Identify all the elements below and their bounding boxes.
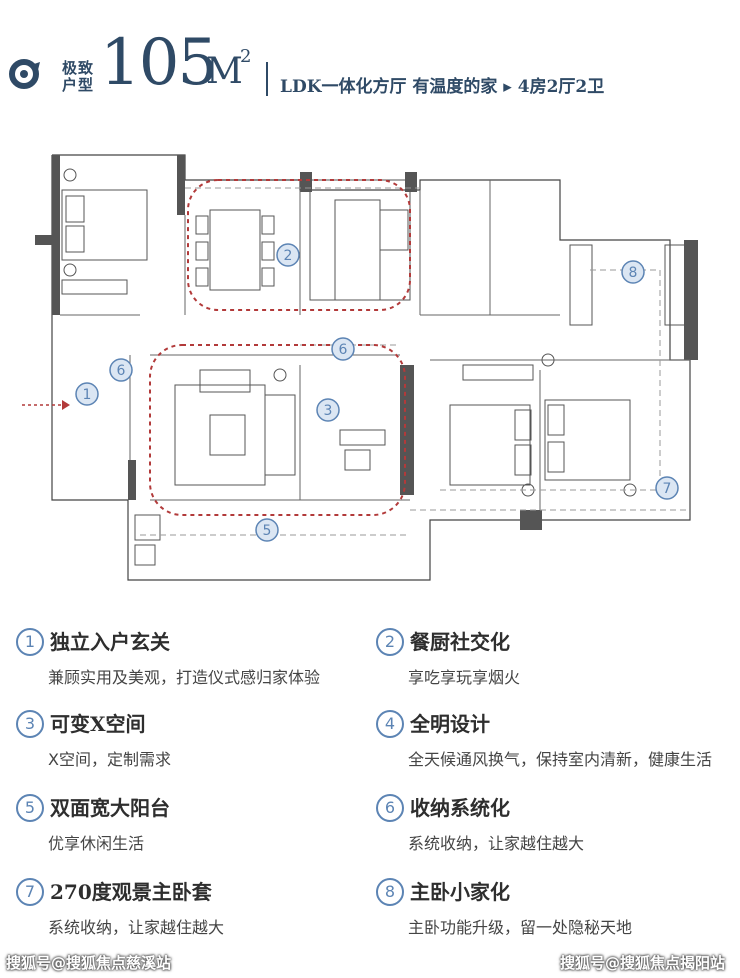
plan-marker-7: 7 [655, 476, 679, 500]
feature-4-desc: 全天候通风换气，保持室内清新，健康生活 [408, 750, 713, 769]
plan-marker-8: 8 [621, 260, 645, 284]
page-header: 极致 户型 105 M 2 LDK一体化方厅 有温度的家 ▸ 4房2厅2卫 [0, 0, 740, 110]
feature-8-number: 8 [376, 878, 404, 906]
plan-marker-6b: 6 [331, 337, 355, 361]
plan-marker-5-label: 5 [263, 523, 272, 539]
plan-marker-5: 5 [255, 518, 279, 542]
watermark-left: 搜狐号@搜狐焦点慈溪站 [6, 954, 172, 972]
plan-marker-3-label: 3 [324, 403, 333, 419]
feature-8-desc: 主卧功能升级，留一处隐秘天地 [408, 918, 633, 937]
feature-6-desc: 系统收纳，让家越住越大 [408, 834, 585, 853]
feature-7-desc: 系统收纳，让家越住越大 [48, 918, 225, 937]
watermark-right: 搜狐号@搜狐焦点揭阳站 [560, 954, 726, 972]
plan-interior-walls [60, 180, 690, 510]
feature-7-number: 7 [16, 878, 44, 906]
plan-marker-2-label: 2 [284, 248, 293, 264]
area-superscript: 2 [240, 46, 252, 67]
plan-wall-blocks [35, 155, 698, 530]
type-label: 极致 户型 [62, 59, 95, 94]
feature-5-desc: 优享休闲生活 [48, 834, 145, 853]
plan-marker-1: 1 [75, 382, 99, 406]
feature-4-title: 全明设计 [410, 712, 490, 736]
tagline: LDK一体化方厅 有温度的家 ▸ 4房2厅2卫 [280, 77, 605, 97]
entry-arrow-icon [22, 400, 70, 410]
plan-dashed-red [149, 179, 411, 516]
feature-1-title: 独立入户玄关 [50, 630, 170, 654]
feature-8-title: 主卧小家化 [410, 880, 510, 904]
plan-marker-7-label: 7 [663, 481, 672, 497]
plan-marker-8-label: 8 [629, 265, 638, 281]
feature-7-title: 270度观景主卧套 [50, 880, 212, 904]
feature-1-desc: 兼顾实用及美观，打造仪式感归家体验 [48, 668, 321, 687]
feature-5-number: 5 [16, 794, 44, 822]
divider [266, 62, 268, 96]
plan-marker-6a: 6 [109, 358, 133, 382]
floor-plan: 1 2 3 5 6 6 7 8 [22, 154, 698, 581]
logo-icon [9, 59, 40, 89]
feature-1-number: 1 [16, 628, 44, 656]
plan-markers: 1 2 3 5 6 6 7 8 [75, 243, 679, 542]
feature-3-title: 可变X空间 [50, 712, 146, 736]
plan-outer-walls [51, 154, 691, 581]
plan-marker-1-label: 1 [83, 387, 92, 403]
feature-4-number: 4 [376, 710, 404, 738]
feature-2-desc: 享吃享玩享烟火 [408, 668, 521, 687]
feature-6-title: 收纳系统化 [410, 796, 510, 820]
feature-6-number: 6 [376, 794, 404, 822]
feature-2-title: 餐厨社交化 [410, 630, 510, 654]
area-unit: M [206, 51, 243, 92]
plan-marker-2: 2 [276, 243, 300, 267]
feature-2-number: 2 [376, 628, 404, 656]
plan-marker-3: 3 [316, 398, 340, 422]
plan-marker-6b-label: 6 [339, 342, 348, 358]
feature-3-desc: X空间，定制需求 [48, 750, 171, 769]
plan-marker-6a-label: 6 [117, 363, 126, 379]
feature-5-title: 双面宽大阳台 [50, 796, 170, 820]
feature-3-number: 3 [16, 710, 44, 738]
plan-furniture [61, 168, 686, 566]
area-number: 105 [100, 26, 218, 100]
